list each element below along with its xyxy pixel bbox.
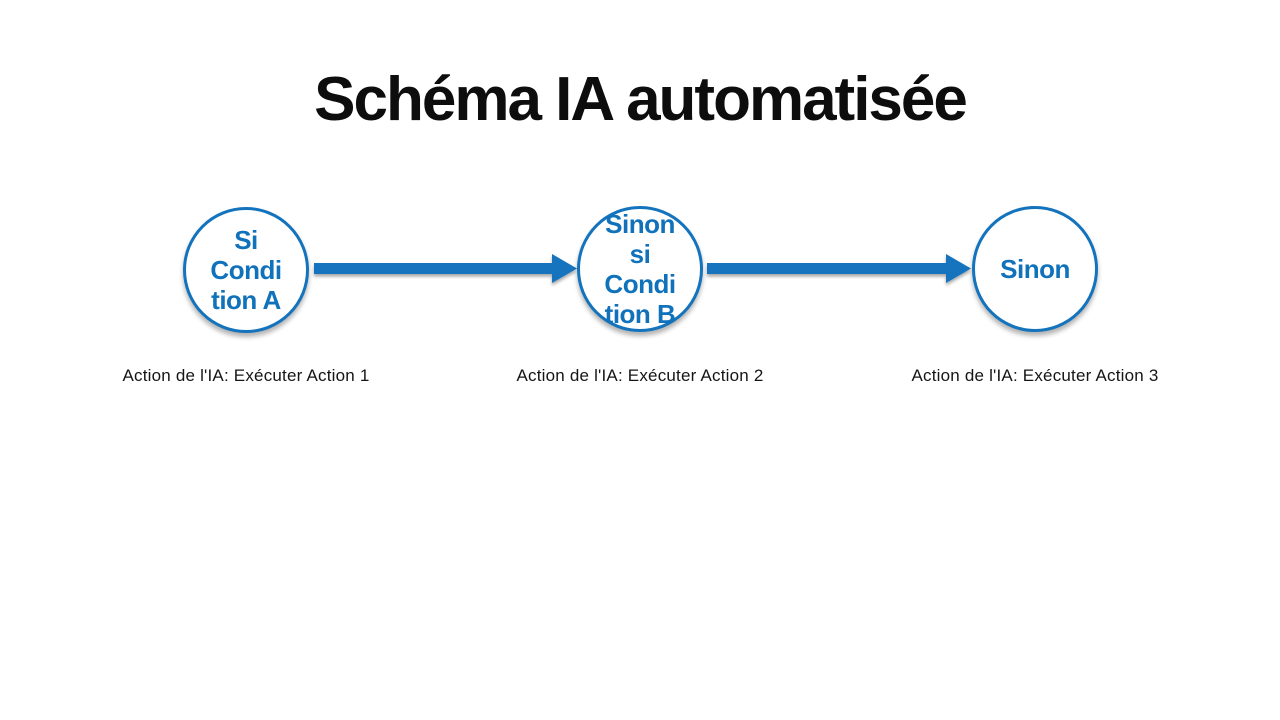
arrow-right-icon [707,254,971,283]
action-caption: Action de l'IA: Exécuter Action 2 [516,366,764,385]
node-circle-sinon-si-condition-b: Sinon si Condi tion B [577,206,703,332]
node-circle-si-condition-a: Si Condi tion A [183,207,309,333]
node-circle-sinon: Sinon [972,206,1098,332]
node-label: Si Condi tion A [210,225,282,315]
action-caption: Action de l'IA: Exécuter Action 1 [122,366,370,385]
arrow-right-icon [314,254,577,283]
node-label: Sinon si Condi tion B [604,209,676,329]
node-label: Sinon [1000,254,1070,284]
slide-title: Schéma IA automatisée [314,65,968,134]
action-caption: Action de l'IA: Exécuter Action 3 [911,366,1159,385]
